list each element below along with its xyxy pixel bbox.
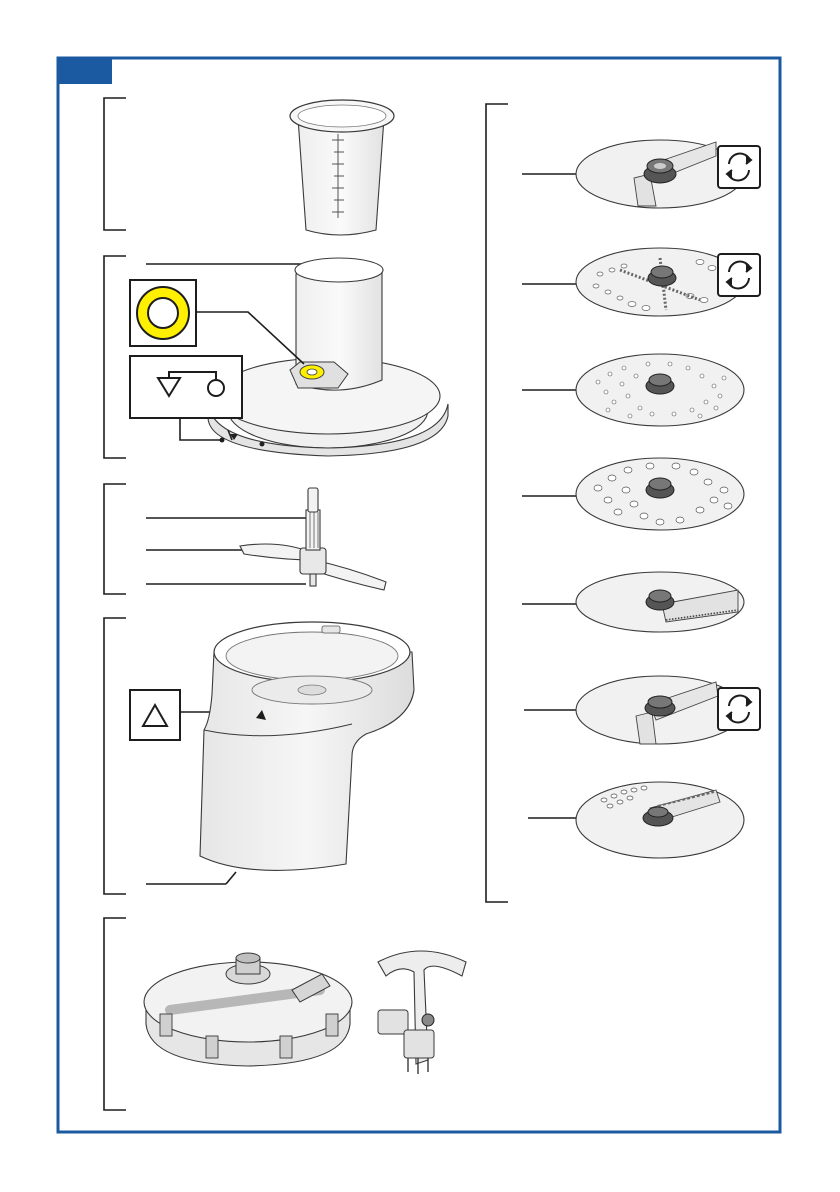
disc-5-illustration <box>576 572 744 632</box>
triangle-mark-callout-box <box>130 690 180 740</box>
bowl-illustration <box>200 622 414 870</box>
kneading-blade-illustration <box>240 488 386 590</box>
leader-bowl-base-diag <box>226 872 236 884</box>
bracket-storage <box>104 918 126 1110</box>
measuring-cup-illustration <box>290 100 394 235</box>
seal-ring-inner <box>148 298 178 328</box>
lid-with-feed-tube <box>208 258 448 456</box>
bracket-measuring-cup <box>104 98 126 230</box>
disc-3-illustration <box>576 354 744 426</box>
bracket-blade-insert <box>104 484 126 594</box>
lock-symbol-callout-box <box>130 356 242 418</box>
storage-lid-illustration <box>144 953 352 1066</box>
page-tab <box>58 58 112 84</box>
disc-6-reversible-box <box>718 688 760 730</box>
disc-7-illustration <box>576 782 744 858</box>
bracket-discs <box>486 104 508 902</box>
disc-tool-illustration <box>378 951 466 1074</box>
disc-2-reversible-box <box>718 254 760 296</box>
bracket-lid-assembly <box>104 256 126 458</box>
disc-4-illustration <box>576 458 744 530</box>
disc-1-reversible-box <box>718 146 760 188</box>
bracket-bowl <box>104 618 126 894</box>
leader-lock-dot <box>220 438 225 443</box>
